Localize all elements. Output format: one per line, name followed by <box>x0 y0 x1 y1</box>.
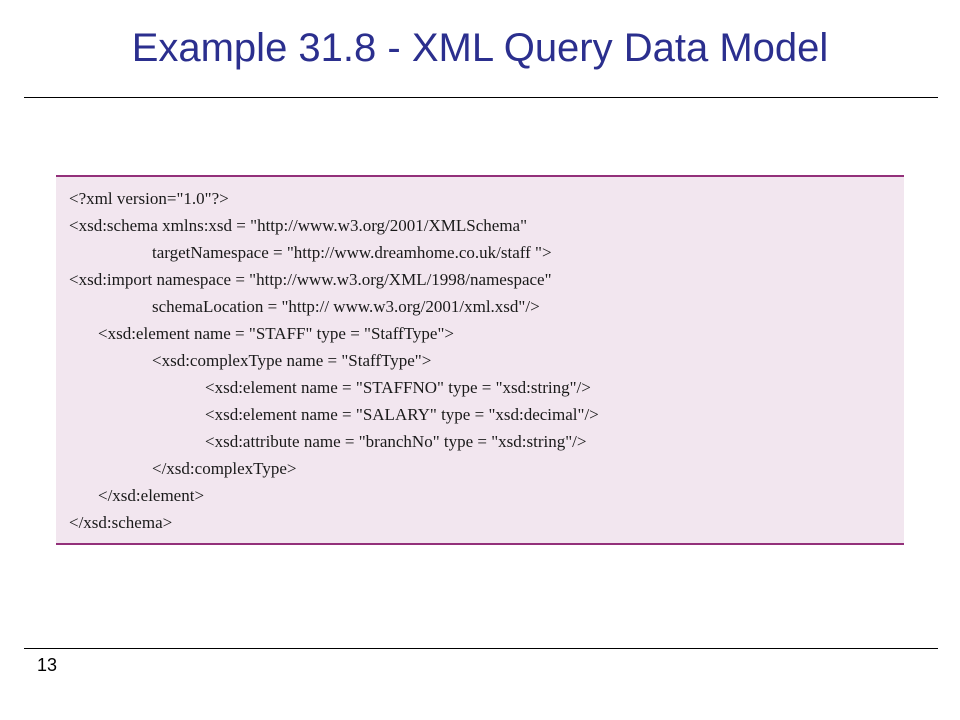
code-line: <xsd:import namespace = "http://www.w3.o… <box>69 270 552 289</box>
footer-divider <box>24 648 938 649</box>
code-line: </xsd:complexType> <box>152 459 297 478</box>
slide-title: Example 31.8 - XML Query Data Model <box>131 26 829 70</box>
code-line: schemaLocation = "http:// www.w3.org/200… <box>152 297 540 316</box>
code-line: targetNamespace = "http://www.dreamhome.… <box>152 243 552 262</box>
xml-code-panel: <?xml version="1.0"?> <xsd:schema xmlns:… <box>56 175 904 545</box>
code-line: <xsd:element name = "STAFFNO" type = "xs… <box>205 378 591 397</box>
code-line: <xsd:element name = "SALARY" type = "xsd… <box>205 405 599 424</box>
page-number: 13 <box>37 655 58 675</box>
code-line: </xsd:element> <box>98 486 205 505</box>
code-line: </xsd:schema> <box>69 513 173 532</box>
code-line: <xsd:complexType name = "StaffType"> <box>152 351 432 370</box>
code-line: <?xml version="1.0"?> <box>69 189 229 208</box>
title-divider <box>24 97 938 98</box>
code-line: <xsd:element name = "STAFF" type = "Staf… <box>98 324 454 343</box>
code-line: <xsd:attribute name = "branchNo" type = … <box>205 432 587 451</box>
code-line: <xsd:schema xmlns:xsd = "http://www.w3.o… <box>69 216 528 235</box>
